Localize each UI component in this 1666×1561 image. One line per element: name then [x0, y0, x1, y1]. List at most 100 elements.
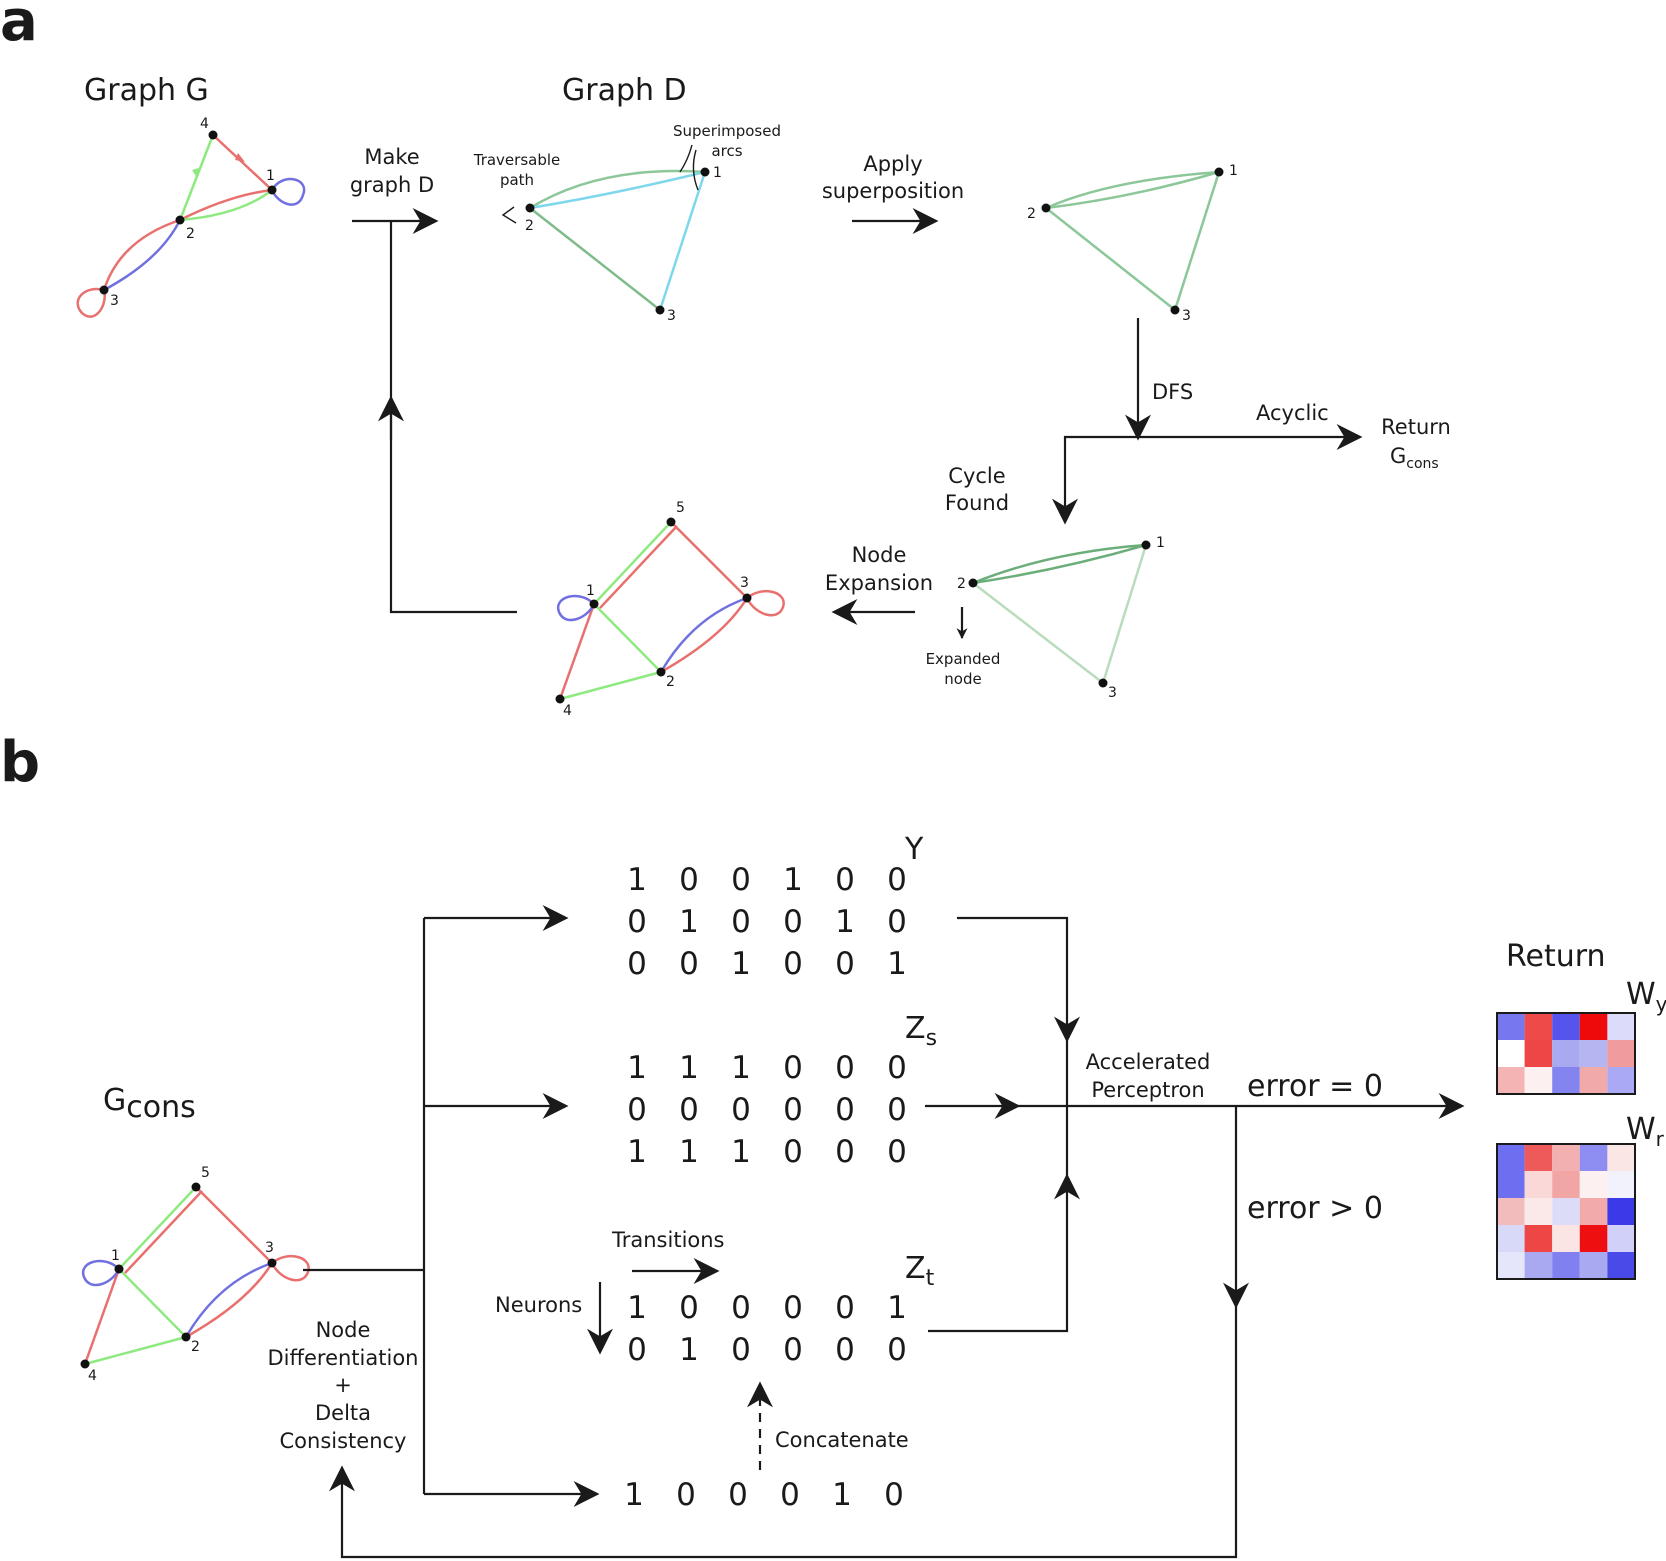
matrix-cell: 0 — [887, 862, 907, 898]
loop-back-line — [389, 221, 517, 614]
matrix-cell: 0 — [627, 946, 647, 982]
graph-d-title: Graph D — [562, 73, 687, 108]
node-label: 2 — [957, 576, 966, 592]
node-expansion-label: Node — [852, 543, 907, 567]
matrix-cell: 1 — [887, 1290, 907, 1326]
error-eq-label: error = 0 — [1247, 1069, 1383, 1104]
matrix-cell: 0 — [835, 1332, 855, 1368]
make-graph-d-label: Make — [364, 145, 419, 169]
superimposed-arcs-label: Superimposed — [673, 122, 781, 140]
heatmap-cell — [1607, 1040, 1635, 1067]
matrix-cell: 0 — [731, 1290, 751, 1326]
return-gcons-label: Gcons — [1390, 444, 1439, 472]
matrix-cell: 0 — [731, 1092, 751, 1128]
gcons-title: Gcons — [103, 1083, 196, 1125]
row-cell: 1 — [832, 1477, 852, 1513]
matrix-cell: 1 — [731, 946, 751, 982]
matrix-cell: 1 — [731, 1134, 751, 1170]
row-cell: 0 — [728, 1477, 748, 1513]
error-gt-label: error > 0 — [1247, 1191, 1383, 1226]
heatmap-cell — [1524, 1198, 1553, 1225]
node-label: 1 — [1229, 163, 1238, 179]
row-cell: 1 — [624, 1477, 644, 1513]
heatmap-border — [1496, 1012, 1636, 1095]
y-connector — [957, 916, 1080, 1043]
graph-g-title: Graph G — [84, 73, 209, 108]
matrix-cell: 1 — [627, 1134, 647, 1170]
matrix-cell: 0 — [627, 904, 647, 940]
heatmap-cell — [1524, 1067, 1553, 1094]
cycle-found-arrow — [1052, 435, 1138, 525]
return-label: Return — [1506, 939, 1606, 974]
node-label: 1 — [713, 165, 722, 181]
transitions-label: Transitions — [611, 1228, 725, 1252]
matrix-cell: 0 — [731, 1332, 751, 1368]
heatmap-cell — [1552, 1171, 1580, 1198]
node-label: 3 — [740, 575, 749, 591]
heatmap-cell — [1552, 1040, 1580, 1067]
heatmap-cell — [1552, 1067, 1580, 1094]
matrix-cell: 0 — [887, 904, 907, 940]
matrix-cell: 0 — [679, 1290, 699, 1326]
matrix-cell: 1 — [627, 862, 647, 898]
heatmap-cell — [1497, 1144, 1525, 1171]
node-label: 3 — [1182, 308, 1191, 324]
matrix-cell: 1 — [679, 904, 699, 940]
superimposed-arcs-label: arcs — [711, 142, 742, 160]
y-label: Y — [904, 832, 924, 867]
matrix-cell: 0 — [887, 1050, 907, 1086]
matrix-cell: 1 — [679, 1332, 699, 1368]
heatmap-cell — [1607, 1144, 1635, 1171]
node-label: 2 — [1027, 206, 1036, 222]
matrix-cell: 0 — [835, 1290, 855, 1326]
heatmap-cell — [1607, 1067, 1635, 1094]
graph-d: 1 2 3 — [525, 165, 722, 324]
heatmap-cell — [1579, 1067, 1608, 1094]
matrix-cell: 0 — [783, 904, 803, 940]
heatmap-cell — [1579, 1040, 1608, 1067]
heatmap-border — [1496, 1143, 1636, 1280]
node-label: 2 — [186, 226, 195, 242]
superposed-graph: 1 2 3 — [1027, 163, 1238, 324]
heatmap-cell — [1579, 1198, 1608, 1225]
matrix-cell: 0 — [679, 946, 699, 982]
matrix-cell: 0 — [835, 1092, 855, 1128]
node-label: 3 — [1108, 685, 1117, 701]
zt-connector — [928, 1173, 1080, 1333]
traversable-path-label: path — [500, 171, 534, 189]
matrix-cell: 0 — [783, 1092, 803, 1128]
node-label: 2 — [191, 1339, 200, 1355]
matrix-cell: 0 — [887, 1092, 907, 1128]
heatmap-cell — [1497, 1171, 1525, 1198]
row-cell: 0 — [884, 1477, 904, 1513]
heatmap-cell — [1497, 1067, 1525, 1094]
heatmap-cell — [1579, 1171, 1608, 1198]
heatmap-cell — [1579, 1013, 1608, 1040]
feedback-line — [329, 1300, 1238, 1559]
matrix-cell: 0 — [887, 1134, 907, 1170]
matrix-cell: 1 — [835, 904, 855, 940]
matrix-cell: 0 — [731, 862, 751, 898]
perceptron-label: Accelerated — [1086, 1050, 1211, 1074]
make-graph-d-label: graph D — [350, 173, 434, 197]
zs-label: Zs — [905, 1011, 937, 1051]
heatmap-cell — [1607, 1252, 1635, 1279]
node-diff-label: Differentiation — [268, 1346, 419, 1370]
neurons-label: Neurons — [495, 1293, 582, 1317]
matrix-cell: 0 — [835, 862, 855, 898]
matrix-cell: 1 — [679, 1050, 699, 1086]
node-diff-label: Consistency — [280, 1429, 407, 1453]
zt-label: Zt — [905, 1251, 935, 1291]
wy-heatmap — [1496, 1012, 1636, 1095]
node-label: 5 — [201, 1165, 210, 1181]
matrix-cell: 0 — [783, 1050, 803, 1086]
heatmap-cell — [1524, 1252, 1553, 1279]
matrix-cell: 0 — [627, 1332, 647, 1368]
perceptron-label: Perceptron — [1091, 1078, 1204, 1102]
node-label: 2 — [525, 218, 534, 234]
matrix-cell: 0 — [887, 1332, 907, 1368]
matrix-cell: 0 — [783, 1332, 803, 1368]
